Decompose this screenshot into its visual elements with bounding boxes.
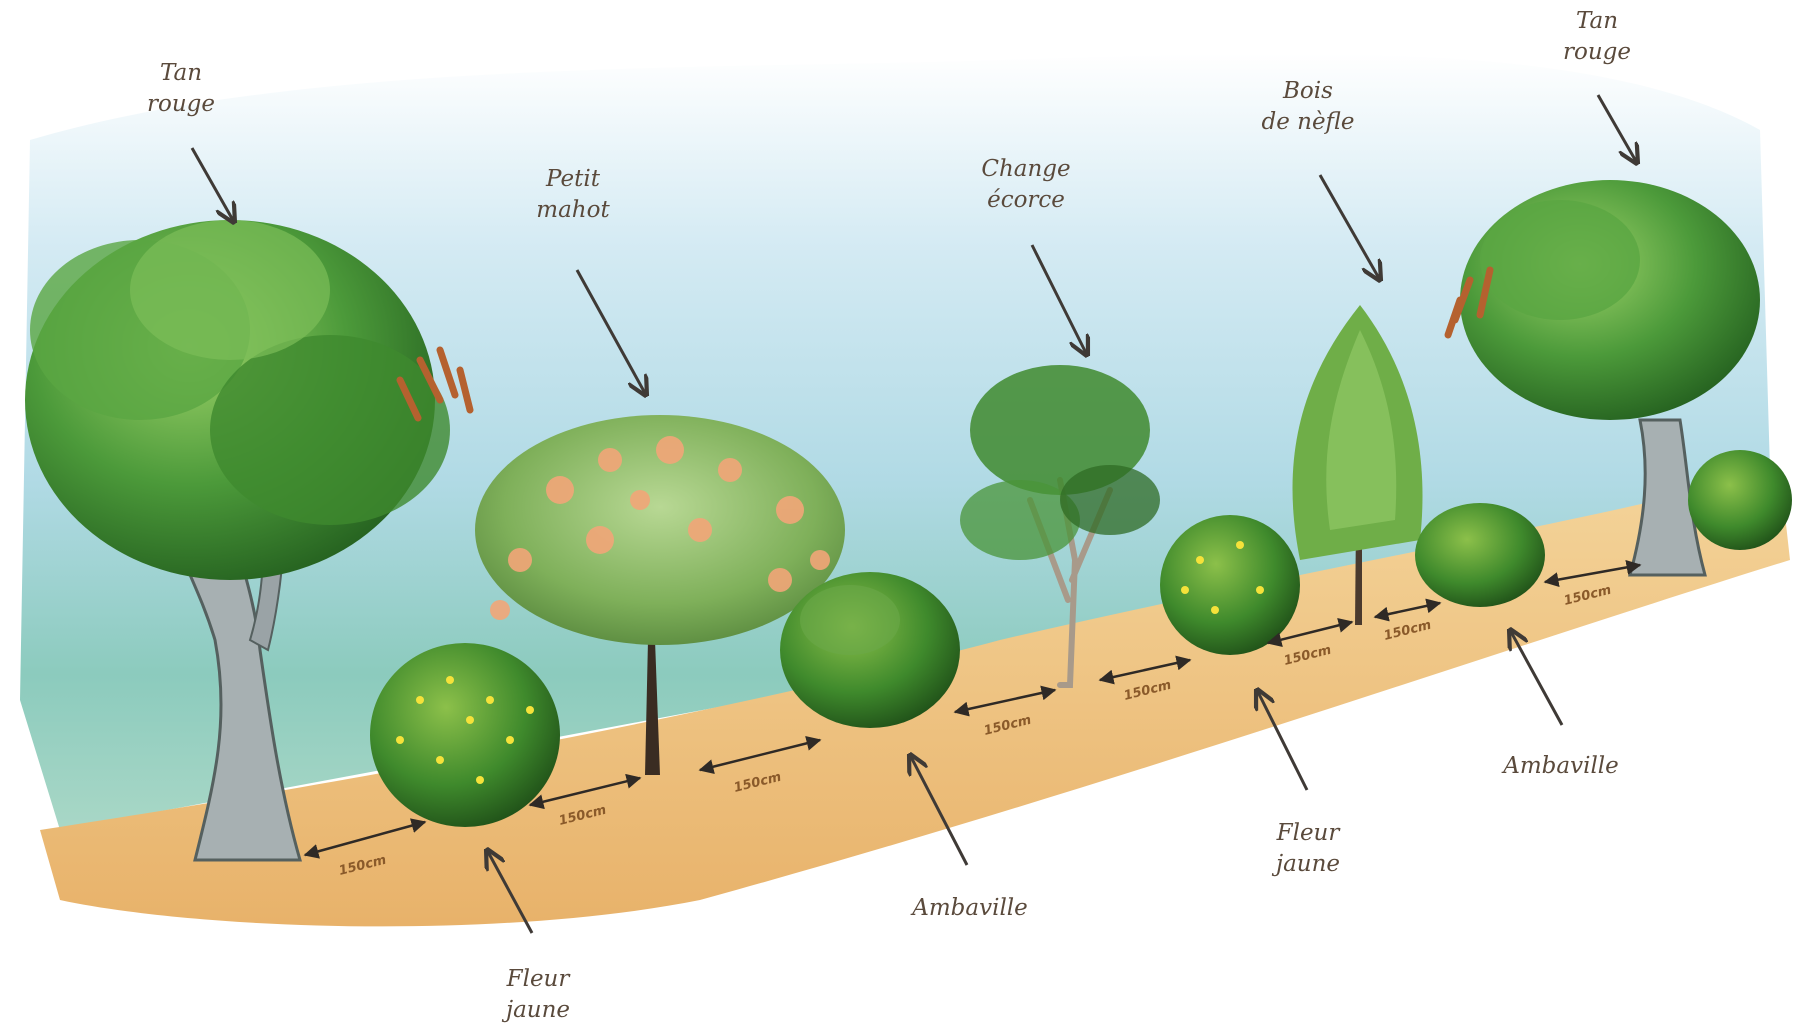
label-line: rouge bbox=[147, 89, 215, 120]
label-line: Tan bbox=[1563, 6, 1631, 37]
label-line: Tan bbox=[147, 58, 215, 89]
label-ambaville-1: Ambaville bbox=[912, 893, 1028, 924]
label-fleur-jaune-2: Fleur jaune bbox=[1276, 818, 1340, 880]
shrub-ambaville-1 bbox=[780, 572, 960, 728]
label-fleur-jaune-1: Fleur jaune bbox=[506, 964, 570, 1026]
label-line: Fleur bbox=[506, 964, 570, 995]
label-line: Petit bbox=[536, 164, 609, 195]
shrub-far-right bbox=[1688, 450, 1792, 550]
label-line: rouge bbox=[1563, 37, 1631, 68]
label-line: de nèfle bbox=[1261, 107, 1354, 138]
shrub-ambaville-2 bbox=[1415, 503, 1545, 607]
label-line: Fleur bbox=[1276, 818, 1340, 849]
label-line: jaune bbox=[506, 995, 570, 1026]
label-line: Bois bbox=[1261, 76, 1354, 107]
label-line: jaune bbox=[1276, 849, 1340, 880]
label-line: Change bbox=[981, 154, 1070, 185]
label-bois-de-nefle: Bois de nèfle bbox=[1261, 76, 1354, 138]
label-line: mahot bbox=[536, 195, 609, 226]
label-line: Ambaville bbox=[1503, 751, 1619, 782]
label-petit-mahot: Petit mahot bbox=[536, 164, 609, 226]
label-change-ecorce: Change écorce bbox=[981, 154, 1070, 216]
arrow-ambaville-2 bbox=[1510, 630, 1562, 725]
shrub-fleur-jaune-1 bbox=[370, 643, 560, 827]
label-ambaville-2: Ambaville bbox=[1503, 751, 1619, 782]
label-tan-rouge-left: Tan rouge bbox=[147, 58, 215, 120]
label-tan-rouge-right: Tan rouge bbox=[1563, 6, 1631, 68]
label-line: écorce bbox=[981, 185, 1070, 216]
shrub-fleur-jaune-2 bbox=[1160, 515, 1300, 655]
label-line: Ambaville bbox=[912, 893, 1028, 924]
